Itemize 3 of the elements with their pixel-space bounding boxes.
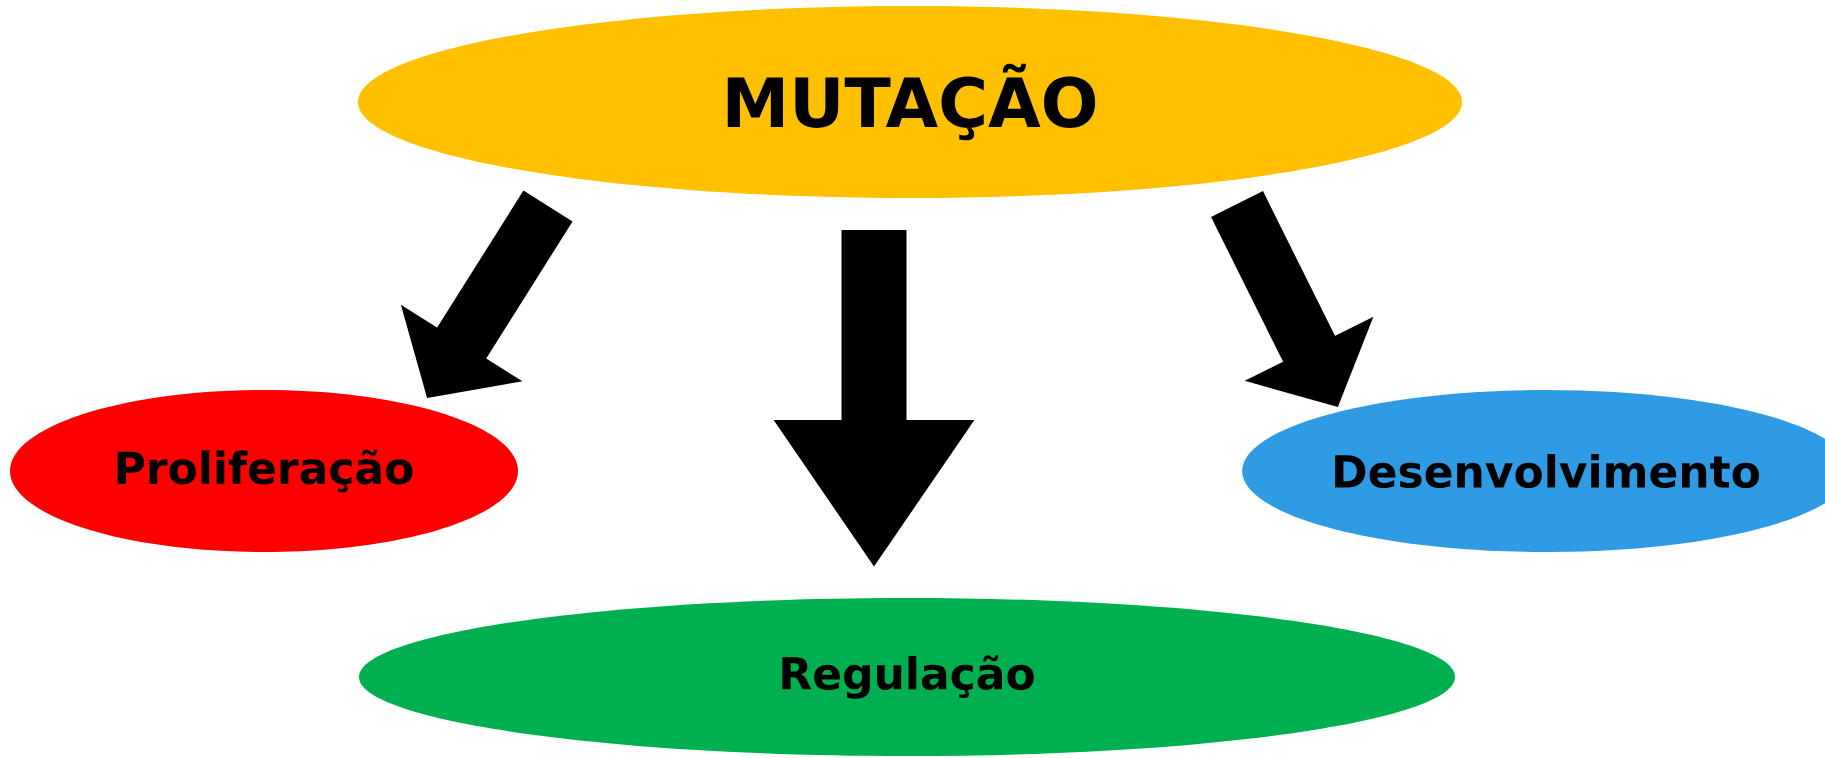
ellipse-node: Proliferação xyxy=(10,390,518,552)
ellipse-node: MUTAÇÃO xyxy=(358,6,1462,198)
ellipse-node: Regulação xyxy=(359,598,1455,756)
